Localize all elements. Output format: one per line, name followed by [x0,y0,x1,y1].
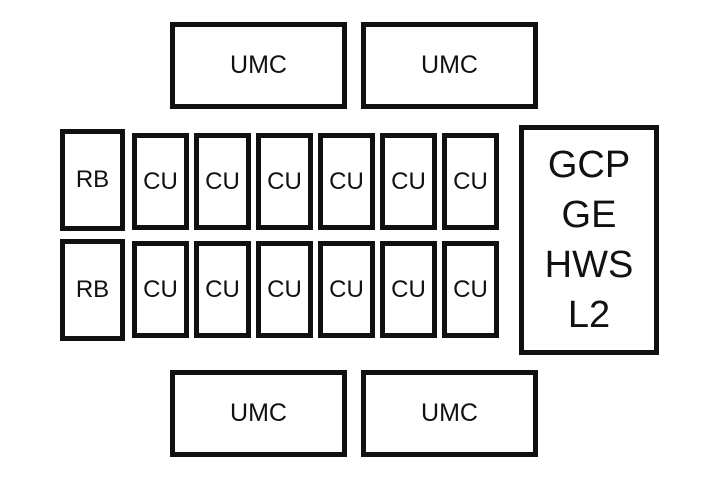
cu-label: CU [391,167,426,195]
cu-r1-c5: CU [380,133,437,230]
umc-top-right: UMC [361,22,538,109]
rb-label: RB [75,276,110,303]
ge-label: GE [561,194,617,236]
rb-bottom: RB [60,239,125,341]
umc-label: UMC [421,51,478,79]
cu-r1-c3: CU [256,133,313,230]
gcp-ge-hws-l2-block: GCP GE HWS L2 [519,125,659,355]
umc-top-left: UMC [170,22,347,109]
l2-label: L2 [567,294,611,336]
cu-r2-c4: CU [318,241,375,338]
cu-r1-c6: CU [442,133,499,230]
umc-label: UMC [230,399,287,427]
gcp-label: GCP [547,144,631,186]
cu-label: CU [453,275,488,303]
cu-label: CU [391,275,426,303]
cu-label: CU [453,167,488,195]
cu-r2-c1: CU [132,241,189,338]
cu-r1-c2: CU [194,133,251,230]
umc-bottom-left: UMC [170,370,347,457]
umc-label: UMC [230,51,287,79]
cu-label: CU [205,167,240,195]
rb-label: RB [75,166,110,193]
cu-label: CU [143,167,178,195]
cu-label: CU [267,275,302,303]
cu-label: CU [267,167,302,195]
umc-bottom-right: UMC [361,370,538,457]
rb-top: RB [60,129,125,231]
hws-label: HWS [544,244,634,286]
cu-r2-c2: CU [194,241,251,338]
cu-r2-c3: CU [256,241,313,338]
cu-r1-c4: CU [318,133,375,230]
cu-r1-c1: CU [132,133,189,230]
cu-label: CU [329,167,364,195]
cu-r2-c5: CU [380,241,437,338]
cu-label: CU [143,275,178,303]
cu-label: CU [205,275,240,303]
cu-label: CU [329,275,364,303]
cu-r2-c6: CU [442,241,499,338]
umc-label: UMC [421,399,478,427]
